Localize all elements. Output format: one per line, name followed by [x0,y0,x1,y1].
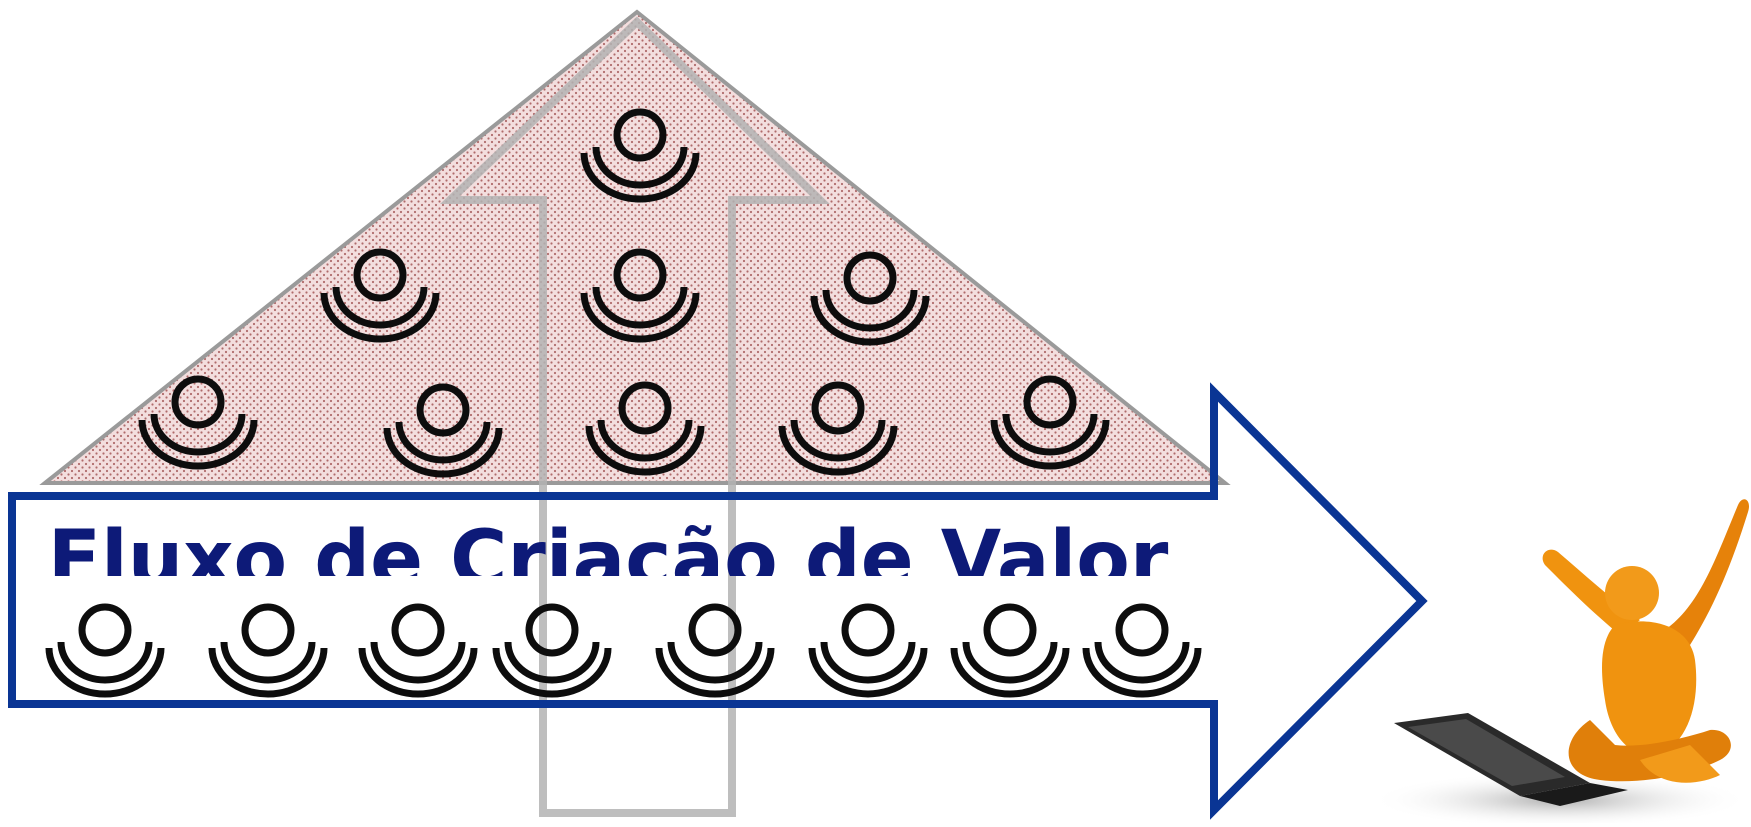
person-icon [810,251,930,346]
person-icon [655,603,775,698]
person-icon [1082,603,1202,698]
flow-arrow [8,382,1428,820]
up-arrow [439,16,830,817]
person-icon [208,603,328,698]
person-icon [45,603,165,698]
person-icon [580,248,700,343]
person-icon [492,603,612,698]
pyramid-triangle [39,9,1231,485]
person-icon [320,248,440,343]
person-icon [383,383,503,478]
person-icon [808,603,928,698]
cheering-figure-group [1370,499,1750,827]
flow-people [45,603,1202,698]
person-icon [950,603,1070,698]
person-icon [990,375,1110,470]
flow-title: Fluxo de Criação de Valor [48,515,1169,605]
cheering-figure-icon [1542,499,1749,783]
person-icon [138,375,258,470]
person-icon [778,381,898,476]
person-icon [358,603,478,698]
laptop-icon [1394,713,1628,806]
person-icon [580,108,700,203]
person-icon [585,381,705,476]
pyramid-people [138,108,1110,478]
